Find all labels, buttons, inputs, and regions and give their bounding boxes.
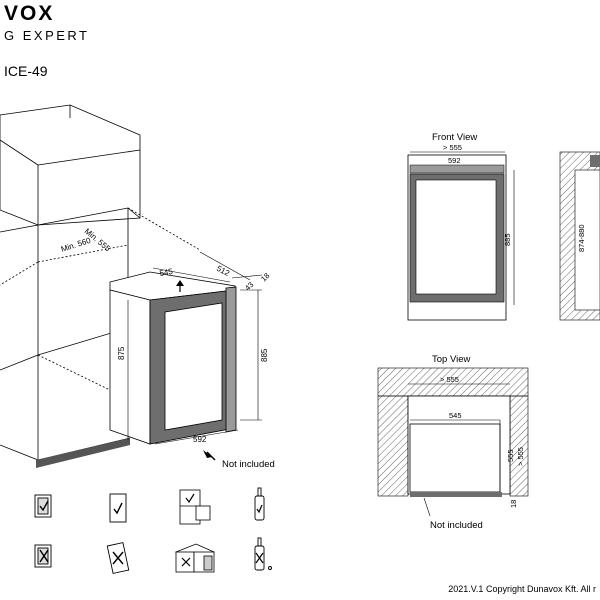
inner-height-label: 875 — [117, 346, 126, 360]
up-arrow-icon — [176, 280, 184, 286]
front-min-width-label: > 555 — [443, 143, 462, 152]
side-height-label: 874-880 — [577, 224, 586, 252]
top-door-thickness-label: 18 — [509, 500, 518, 508]
instructions-dont-icon — [34, 544, 52, 568]
top-view-title: Top View — [432, 354, 471, 365]
right-wall-hatch — [509, 395, 529, 497]
bottle-wrong-icon — [254, 537, 272, 571]
unit-width-label: 545 — [159, 267, 174, 278]
cabinet-install-wrong-icon — [174, 543, 216, 573]
top-depth-label: 555 — [506, 449, 515, 462]
front-height-label: 885 — [503, 233, 512, 246]
unit-depth-label: 512 — [215, 264, 231, 278]
fridge-wrong-icon — [106, 542, 130, 574]
front-view-title: Front View — [432, 132, 477, 143]
door-thickness-label: 18 — [259, 271, 271, 283]
top-wall-hatch — [377, 367, 529, 397]
fridge-ok-icon — [109, 493, 127, 523]
top-inner-width-label: 545 — [449, 411, 462, 420]
instructions-do-icon — [34, 494, 52, 518]
total-height-label: 885 — [260, 348, 269, 362]
niche-min-width-label: Min. 560 — [60, 236, 92, 254]
left-wall-hatch — [377, 395, 409, 497]
front-door-width-label: 592 — [448, 156, 461, 165]
bottle-ok-icon — [254, 487, 265, 521]
door-width-label: 592 — [193, 435, 207, 444]
not-included-label-top: Not included — [430, 520, 483, 531]
model-name: ICE-49 — [4, 63, 48, 79]
pointer-arrow-icon — [203, 450, 212, 458]
copyright-text: 2021.V.1 Copyright Dunavox Kft. All r — [448, 584, 596, 594]
top-min-width-label: > 555 — [440, 375, 459, 384]
top-min-depth-label: > 555 — [516, 447, 525, 466]
door-offset-label: 43 — [243, 280, 255, 292]
brand-tagline: G EXPERT — [4, 28, 90, 43]
brand-logo: VOX — [4, 2, 55, 25]
not-included-label-main: Not included — [222, 459, 275, 470]
cabinet-install-ok-icon — [179, 489, 211, 525]
